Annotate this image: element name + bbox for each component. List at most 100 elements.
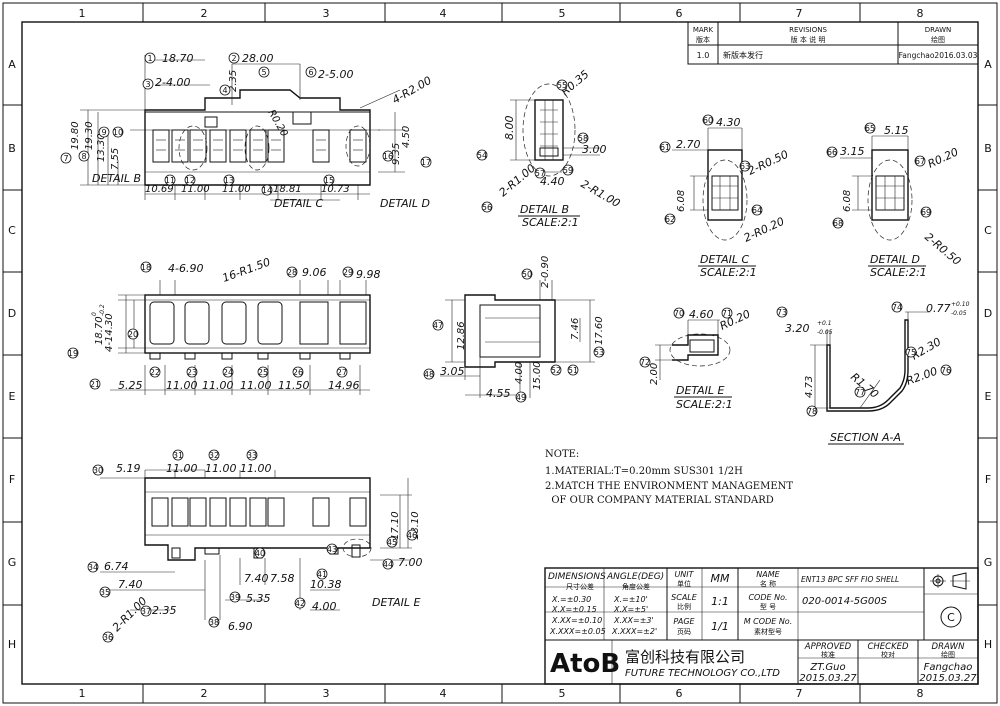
row-label: E [9, 390, 16, 403]
view-label: SECTION A-A [830, 431, 901, 444]
dim: 11.00 [222, 184, 251, 195]
dim: 11.00 [166, 462, 198, 475]
callout-bubble: 63 [740, 162, 750, 171]
detail-b-view: R0.35 8.00 3.00 2-R1.00 4.40 2-R1.00 DET… [476, 68, 622, 229]
callout-bubble: 49 [516, 393, 526, 402]
company-logo: AtoB [550, 649, 620, 679]
tb-ang: X.=±10' [613, 595, 648, 604]
dim: 18.10 [410, 511, 421, 540]
dim: 2-R1.00 [497, 162, 538, 200]
tb-mcode-label-cn: 素材型号 [754, 627, 782, 636]
dim: 4.30 [716, 116, 741, 129]
rev-desc-header-cn: 版 本 说 明 [791, 35, 826, 44]
callout-bubble: 8 [81, 152, 86, 161]
dim: 4.60 [689, 308, 714, 321]
dim: 10.73 [321, 184, 350, 195]
tb-tol: X.XXX=±0.05 [549, 627, 606, 636]
dim: 3.00 [582, 143, 607, 156]
dim: 4-R2.00 [390, 74, 434, 107]
company-name-en: FUTURE TECHNOLOGY CO.,LTD [625, 668, 780, 679]
row-label: G [984, 556, 993, 569]
dim: 3.15 [840, 145, 865, 158]
callout-bubble: 18 [141, 263, 151, 272]
revision-table: MARK 版本 REVISIONS 版 本 说 明 DRAWN 绘图 1.0 新… [687, 21, 979, 65]
dim: 15.00 [532, 361, 543, 390]
tol-minus: -0.05 [817, 329, 833, 336]
dim: 17.60 [594, 316, 605, 345]
col-label: 1 [79, 7, 86, 20]
callout-bubble: 19 [68, 349, 78, 358]
detail-label: DETAIL E [372, 596, 421, 609]
callout-bubble: 46 [407, 531, 417, 540]
dim: 7.46 [570, 318, 581, 340]
detail-label: DETAIL B [92, 172, 141, 185]
callout-bubble: 15 [324, 176, 334, 185]
row-label: H [8, 638, 16, 651]
dim: 6.08 [676, 190, 687, 212]
callout-bubble: 36 [103, 633, 113, 642]
tb-drawn-label-cn: 绘图 [941, 650, 955, 659]
callout-bubble: 33 [247, 451, 257, 460]
dim: 0.77 [926, 302, 951, 315]
projection-symbol-icon [930, 572, 970, 590]
callout-bubble: 61 [660, 143, 670, 152]
dim: 8.00 [503, 116, 516, 141]
dim: 19.80 [70, 121, 81, 150]
view-scale: SCALE:2:1 [522, 216, 579, 229]
rev-desc-header: REVISIONS [789, 26, 827, 34]
callout-bubble: 70 [674, 309, 684, 318]
dim: 4.55 [486, 387, 511, 400]
tb-tol: X.X=±0.15 [551, 605, 597, 614]
dim: 9.35 [391, 143, 402, 165]
col-label: 7 [796, 687, 803, 700]
dim: 11.00 [205, 462, 237, 475]
grid-column-labels: 1 2 3 4 5 6 7 8 1 2 3 4 5 6 7 8 [79, 7, 924, 700]
dim: 5.25 [118, 379, 143, 392]
note-line: OF OUR COMPANY MATERIAL STANDARD [545, 495, 774, 506]
dim: 2.35 [152, 604, 177, 617]
callout-bubble: 7 [63, 154, 68, 163]
dim: 9.98 [356, 268, 381, 281]
dim: 2-R0.50 [746, 148, 791, 178]
row-label: D [984, 307, 992, 320]
callout-bubble: 10 [113, 128, 123, 137]
tb-checked-label: CHECKED [867, 642, 909, 652]
row-label: C [8, 224, 16, 237]
dim: 11.00 [202, 379, 234, 392]
callout-bubble: 78 [807, 407, 817, 416]
dim: R0.20 [926, 145, 961, 170]
dim: 6.08 [842, 190, 853, 212]
dim: 4.40 [540, 175, 565, 188]
callout-bubble: 17 [421, 158, 431, 167]
tb-unit: MM [711, 572, 730, 585]
dim: 2.00 [649, 363, 660, 385]
callout-bubble: 1 [147, 54, 152, 63]
callout-bubble: 34 [88, 563, 98, 572]
callout-bubble: 20 [128, 330, 138, 339]
callout-bubble: 44 [383, 560, 393, 569]
rev-mark-header-cn: 版本 [696, 35, 710, 44]
callout-bubble: 14 [262, 186, 272, 195]
tol-minus: -0.2 [99, 304, 106, 316]
copyright-mark: C [947, 611, 955, 624]
dim: 2-0.90 [540, 256, 551, 288]
tb-code: 020-0014-5G00S [802, 596, 888, 607]
tb-code-label: CODE No. [748, 593, 787, 602]
col-label: 2 [201, 687, 208, 700]
tb-approved-label: APPROVED [804, 642, 852, 652]
dim: 10.38 [310, 578, 342, 591]
callout-bubble: 73 [777, 308, 787, 317]
tb-approved: ZT.Guo [809, 662, 845, 673]
callout-bubble: 32 [209, 451, 219, 460]
tb-code-label-cn: 型 号 [760, 602, 776, 611]
dim: 4.50 [401, 126, 412, 148]
dim: 13.30 [96, 133, 107, 162]
grid-row-labels: A B C D E F G H A B C D E F G H [8, 58, 993, 651]
callout-bubble: 12 [185, 176, 195, 185]
front-view: 4-6.90 16-R1.50 9.06 9.98 18.70 4-14.30 … [67, 255, 381, 395]
dim: 11.00 [166, 379, 198, 392]
dim: 11.00 [240, 379, 272, 392]
bottom-view: 5.19 11.00 11.00 11.00 6.74 7.40 2-R1.00… [87, 449, 423, 643]
callout-bubble: 43 [327, 545, 337, 554]
